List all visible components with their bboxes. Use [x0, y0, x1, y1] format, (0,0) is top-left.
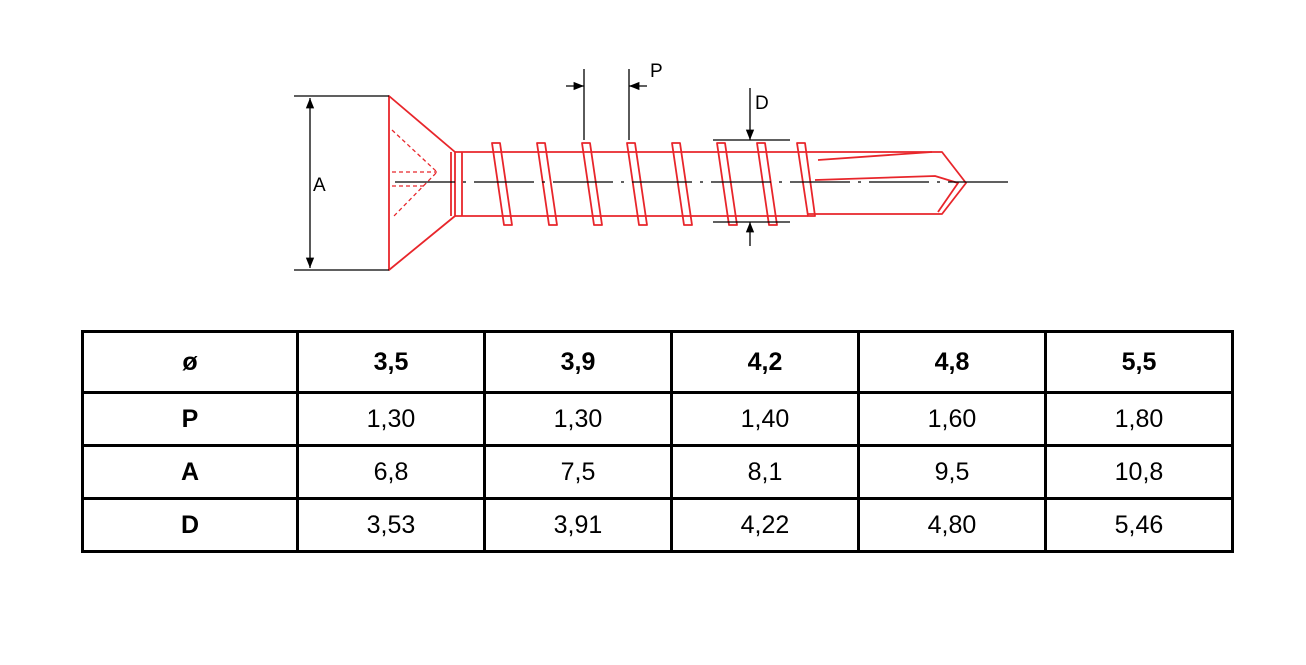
header-cell: 5,5	[1044, 330, 1234, 394]
dimension-d-label: D	[755, 93, 769, 114]
header-cell-diameter: ø	[81, 330, 299, 394]
table-cell: 8,1	[670, 444, 860, 500]
table-cell: 10,8	[1044, 444, 1234, 500]
header-cell: 4,2	[670, 330, 860, 394]
table-cell: 3,53	[296, 497, 486, 553]
screw-threads	[491, 142, 816, 226]
screw-head	[388, 95, 456, 271]
screw-diagram: A P D	[294, 61, 1014, 271]
screw-shank	[455, 151, 808, 217]
row-label: A	[81, 444, 299, 500]
header-cell: 3,5	[296, 330, 486, 394]
header-cell: 3,9	[483, 330, 673, 394]
table-cell: 7,5	[483, 444, 673, 500]
dimension-d	[713, 88, 790, 246]
spec-table: ø 3,5 3,9 4,2 4,8 5,5 P 1,30 1,30 1,40 1…	[81, 330, 1234, 553]
table-cell: 1,80	[1044, 391, 1234, 447]
table-row-p: P 1,30 1,30 1,40 1,60 1,80	[81, 391, 1234, 447]
dimension-a	[294, 95, 389, 271]
screw-drawing	[388, 95, 967, 271]
table-cell: 6,8	[296, 444, 486, 500]
table-cell: 5,46	[1044, 497, 1234, 553]
table-cell: 9,5	[857, 444, 1047, 500]
table-cell: 4,80	[857, 497, 1047, 553]
table-header-row: ø 3,5 3,9 4,2 4,8 5,5	[81, 330, 1234, 394]
dimension-p	[566, 69, 647, 140]
table-row-a: A 6,8 7,5 8,1 9,5 10,8	[81, 444, 1234, 500]
table-cell: 1,40	[670, 391, 860, 447]
table-cell: 3,91	[483, 497, 673, 553]
dimension-p-label: P	[650, 61, 663, 82]
table-cell: 4,22	[670, 497, 860, 553]
table-row-d: D 3,53 3,91 4,22 4,80 5,46	[81, 497, 1234, 553]
header-cell: 4,8	[857, 330, 1047, 394]
head-recess	[391, 129, 438, 219]
table-cell: 1,30	[483, 391, 673, 447]
table-cell: 1,30	[296, 391, 486, 447]
table-cell: 1,60	[857, 391, 1047, 447]
drill-tip	[808, 151, 967, 215]
row-label: P	[81, 391, 299, 447]
row-label: D	[81, 497, 299, 553]
dimension-a-label: A	[313, 175, 326, 196]
